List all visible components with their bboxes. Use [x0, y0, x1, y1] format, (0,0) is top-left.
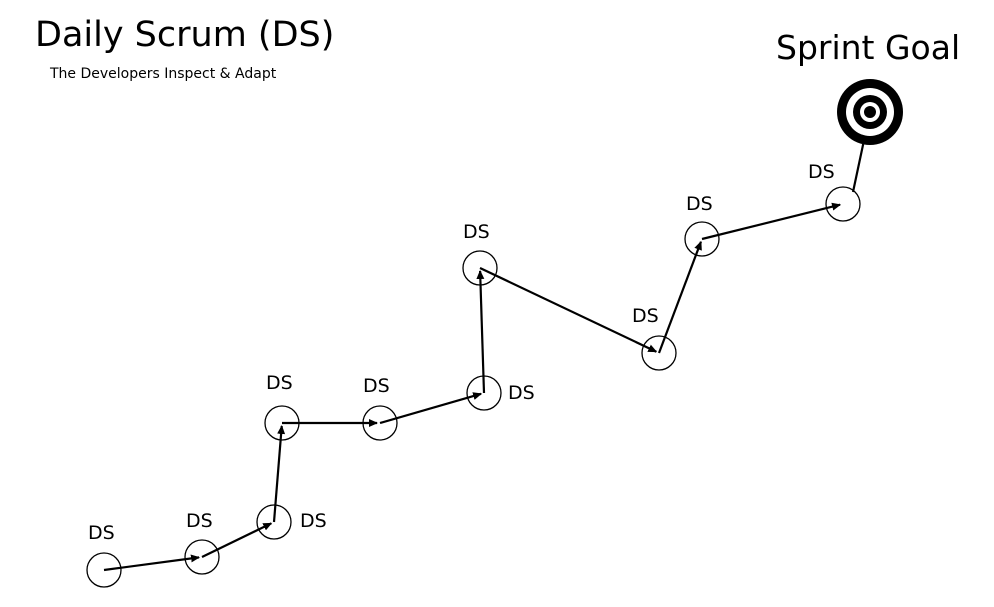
- ds-node-circle-7: [462, 250, 498, 286]
- ds-node-label-1: DS: [88, 522, 115, 544]
- ds-arrow-8: [657, 240, 702, 354]
- ds-arrow-2: [201, 522, 273, 558]
- ds-node-label-2: DS: [186, 510, 213, 532]
- ds-node-label-3: DS: [300, 510, 327, 532]
- diagram-title: Daily Scrum (DS): [35, 15, 335, 55]
- ds-arrow-7: [479, 267, 658, 353]
- ds-arrow-6: [476, 269, 486, 394]
- ds-arrow-5: [379, 392, 483, 425]
- target-icon: [837, 79, 903, 145]
- ds-arrow-1: [103, 554, 201, 572]
- ds-node-label-4: DS: [266, 372, 293, 394]
- ds-node-label-9: DS: [686, 193, 713, 215]
- ds-arrow-9: [701, 202, 842, 241]
- nodes-layer: DS DS DS DS DS DS DS DS DS DS: [86, 161, 861, 588]
- ds-node-circle-3: [256, 504, 292, 540]
- ds-node-circle-2: [184, 539, 220, 575]
- diagram-subtitle: The Developers Inspect & Adapt: [50, 66, 277, 82]
- ds-node-circle-8: [641, 335, 677, 371]
- ds-node-circle-9: [684, 221, 720, 257]
- ds-node-circle-10: [825, 186, 861, 222]
- ds-node-label-5: DS: [363, 375, 390, 397]
- ds-node-label-7: DS: [463, 221, 490, 243]
- ds-node-circle-4: [264, 405, 300, 441]
- ds-node-label-6: DS: [508, 382, 535, 404]
- ds-arrow-3: [272, 424, 286, 523]
- ds-node-circle-6: [466, 375, 502, 411]
- arrows-layer: [103, 111, 872, 572]
- ds-node-label-10: DS: [808, 161, 835, 183]
- sprint-goal-label: Sprint Goal: [776, 28, 961, 67]
- ds-node-label-8: DS: [632, 305, 659, 327]
- ds-node-circle-5: [362, 405, 398, 441]
- ds-node-circle-1: [86, 552, 122, 588]
